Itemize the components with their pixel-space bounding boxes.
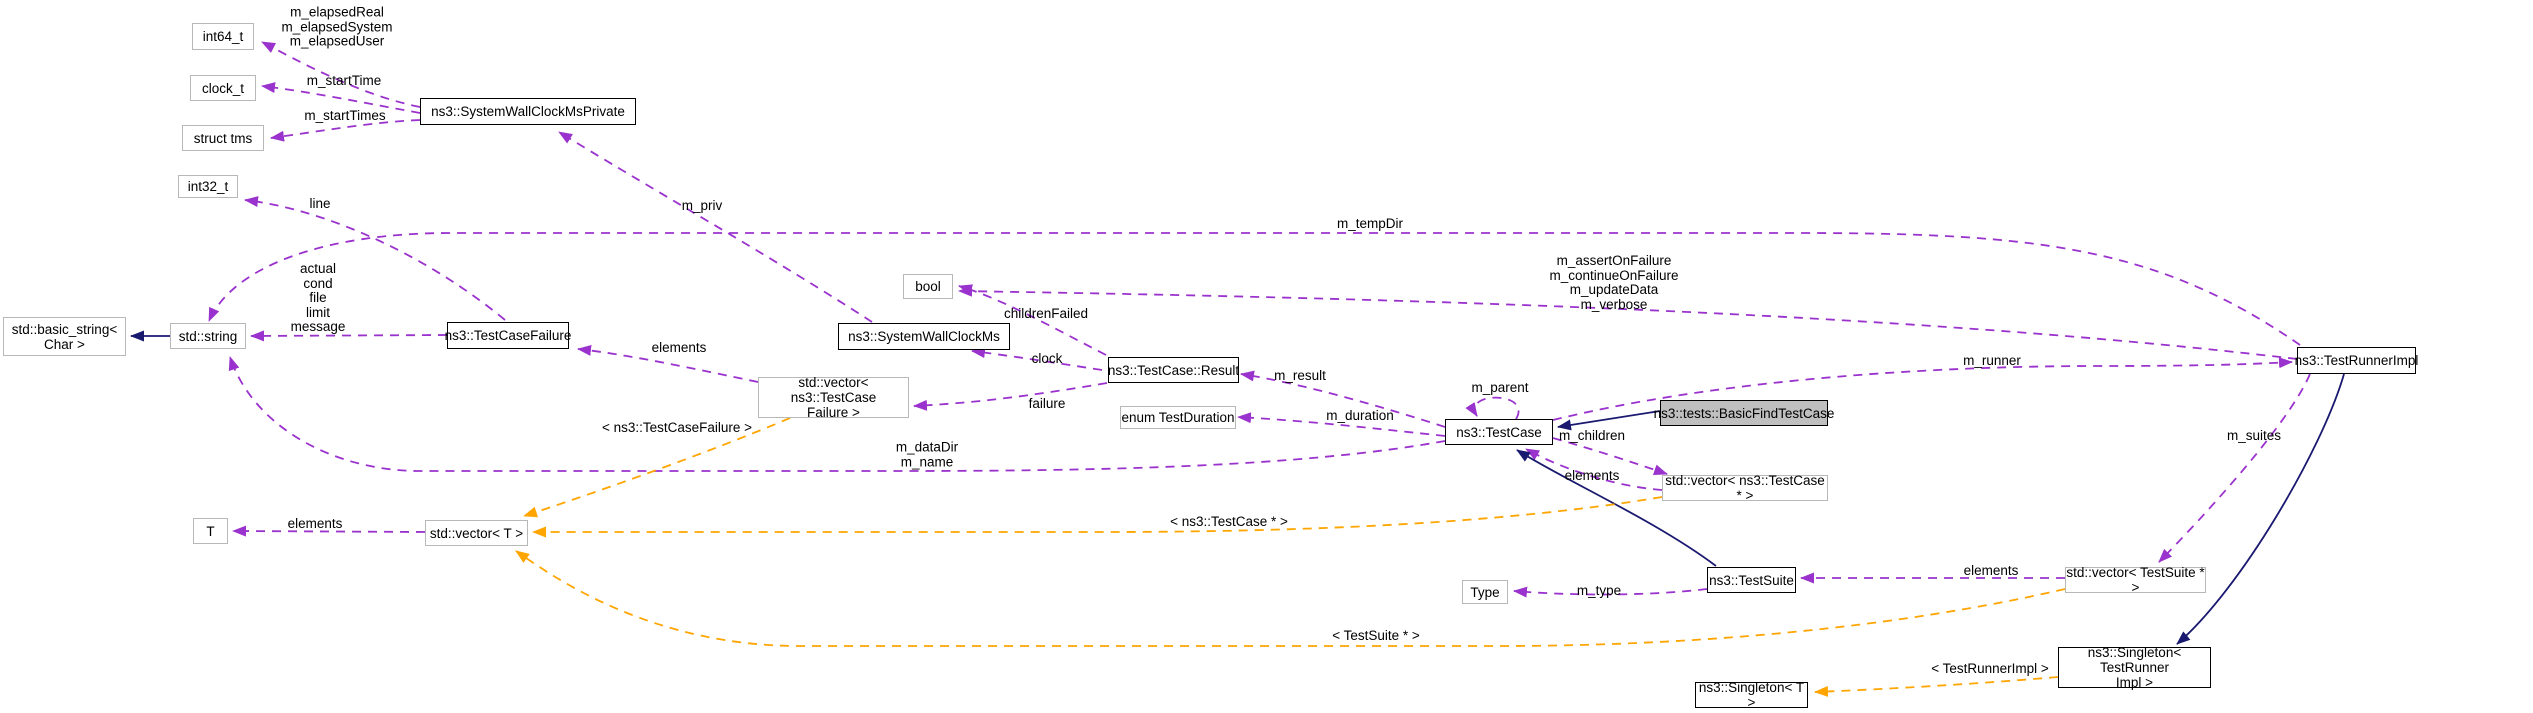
node-type[interactable]: Type bbox=[1462, 580, 1508, 604]
edge-priv-to-clock-t bbox=[261, 82, 421, 114]
edge-label-tpl-tri: < TestRunnerImpl > bbox=[1931, 660, 2049, 676]
edge-label-clock: clock bbox=[1031, 350, 1063, 366]
edge-label-elements-tcf: elements bbox=[651, 339, 707, 355]
edge-runner-to-vts bbox=[2158, 373, 2311, 563]
node-basic-find-test-case: ns3::tests::BasicFindTestCase bbox=[1654, 400, 1834, 426]
edge-runner-inherits-singleton bbox=[2176, 373, 2345, 645]
node-test-runner-impl[interactable]: ns3::TestRunnerImpl bbox=[2295, 347, 2418, 374]
edge-label-elements-ts: elements bbox=[1963, 562, 2019, 578]
edge-bftc-inherits-tc bbox=[1557, 410, 1661, 431]
edge-label-m-start-time: m_startTime bbox=[306, 72, 382, 88]
node-vector-test-suite-ptr[interactable]: std::vector< TestSuite * > bbox=[2065, 565, 2206, 595]
edge-label-m-priv: m_priv bbox=[681, 197, 723, 213]
edge-singleton-tpl bbox=[1814, 676, 2059, 697]
edge-label-m-runner: m_runner bbox=[1963, 352, 2021, 368]
edge-tc-to-vtc bbox=[1552, 437, 1668, 475]
node-enum-test-duration[interactable]: enum TestDuration bbox=[1120, 406, 1236, 429]
edge-label-line: line bbox=[309, 195, 331, 211]
node-vector-t[interactable]: std::vector< T > bbox=[425, 520, 528, 546]
edge-label-m-data-dir-name: m_dataDir m_name bbox=[895, 439, 959, 469]
edge-result-to-vtcf bbox=[913, 382, 1108, 411]
edge-label-m-start-times: m_startTimes bbox=[304, 107, 386, 123]
node-test-case[interactable]: ns3::TestCase bbox=[1445, 419, 1553, 445]
edge-vtcf-to-tcf bbox=[577, 344, 759, 383]
edge-tc-self-parent bbox=[1465, 396, 1520, 420]
edge-label-failure-strings: actual cond file limit message bbox=[290, 260, 346, 334]
node-struct-tms[interactable]: struct tms bbox=[182, 125, 264, 151]
edge-priv-to-tms bbox=[270, 119, 421, 142]
edge-label-failure: failure bbox=[1028, 395, 1066, 411]
edge-vtc-tpl bbox=[532, 496, 1663, 538]
node-system-wall-clock-ms-private[interactable]: ns3::SystemWallClockMsPrivate bbox=[420, 98, 636, 125]
edge-tc-to-duration bbox=[1237, 412, 1446, 437]
edge-suite-to-type bbox=[1513, 586, 1708, 598]
edge-swcm-to-priv bbox=[558, 131, 873, 323]
node-bool[interactable]: bool bbox=[903, 274, 953, 299]
edge-tc-to-result bbox=[1240, 370, 1446, 428]
edge-label-m-result: m_result bbox=[1274, 367, 1326, 383]
node-singleton-test-runner-impl[interactable]: ns3::Singleton< TestRunner Impl > bbox=[2058, 645, 2211, 690]
node-test-case-result[interactable]: ns3::TestCase::Result bbox=[1108, 357, 1239, 383]
edge-vt-to-t bbox=[232, 525, 426, 537]
edge-label-children-failed: childrenFailed bbox=[1003, 305, 1089, 321]
edge-label-m-elapsed: m_elapsedReal m_elapsedSystem m_elapsedU… bbox=[281, 4, 393, 49]
edge-tcf-to-int32 bbox=[244, 196, 506, 321]
node-t[interactable]: T bbox=[193, 518, 228, 544]
edge-label-m-duration: m_duration bbox=[1326, 407, 1394, 423]
edge-label-m-children: m_children bbox=[1558, 427, 1626, 443]
node-singleton-t[interactable]: ns3::Singleton< T > bbox=[1695, 680, 1808, 710]
node-int32-t[interactable]: int32_t bbox=[178, 175, 238, 198]
node-std-string[interactable]: std::string bbox=[170, 323, 246, 349]
edge-label-tpl-tcf: < ns3::TestCaseFailure > bbox=[601, 419, 753, 435]
edge-label-tpl-ts: < TestSuite * > bbox=[1332, 627, 1420, 643]
node-clock-t[interactable]: clock_t bbox=[190, 75, 256, 101]
node-int64-t[interactable]: int64_t bbox=[192, 23, 254, 50]
edge-label-m-temp-dir: m_tempDir bbox=[1336, 215, 1404, 231]
edge-label-m-suites: m_suites bbox=[2226, 427, 2282, 443]
edge-label-runner-flags: m_assertOnFailure m_continueOnFailure m_… bbox=[1549, 253, 1679, 312]
edge-vts-tpl bbox=[515, 550, 2066, 647]
node-basic-string[interactable]: std::basic_string< Char > bbox=[3, 317, 126, 356]
edge-label-tpl-tc: < ns3::TestCase * > bbox=[1170, 513, 1288, 529]
node-vector-test-case-ptr[interactable]: std::vector< ns3::TestCase * > bbox=[1662, 473, 1828, 503]
edge-runner-to-bool bbox=[958, 285, 2298, 360]
edge-result-to-swcm bbox=[971, 347, 1103, 371]
edge-tcf-to-string bbox=[250, 330, 448, 342]
node-test-suite[interactable]: ns3::TestSuite bbox=[1707, 567, 1796, 593]
edge-vtc-to-tc bbox=[1525, 448, 1663, 491]
edge-label-m-parent: m_parent bbox=[1471, 379, 1529, 395]
node-test-case-failure[interactable]: ns3::TestCaseFailure bbox=[445, 322, 571, 349]
edge-priv-to-int64 bbox=[261, 41, 421, 108]
edge-label-m-type: m_type bbox=[1576, 582, 1622, 598]
node-vector-test-case-failure[interactable]: std::vector< ns3::TestCase Failure > bbox=[758, 375, 909, 420]
edge-label-elements-tc: elements bbox=[1564, 467, 1620, 483]
edge-suite-inherits-tc bbox=[1516, 449, 1717, 567]
edge-label-elements-t: elements bbox=[287, 515, 343, 531]
edge-vtcf-tpl bbox=[523, 417, 791, 518]
node-system-wall-clock-ms[interactable]: ns3::SystemWallClockMs bbox=[838, 323, 1010, 350]
